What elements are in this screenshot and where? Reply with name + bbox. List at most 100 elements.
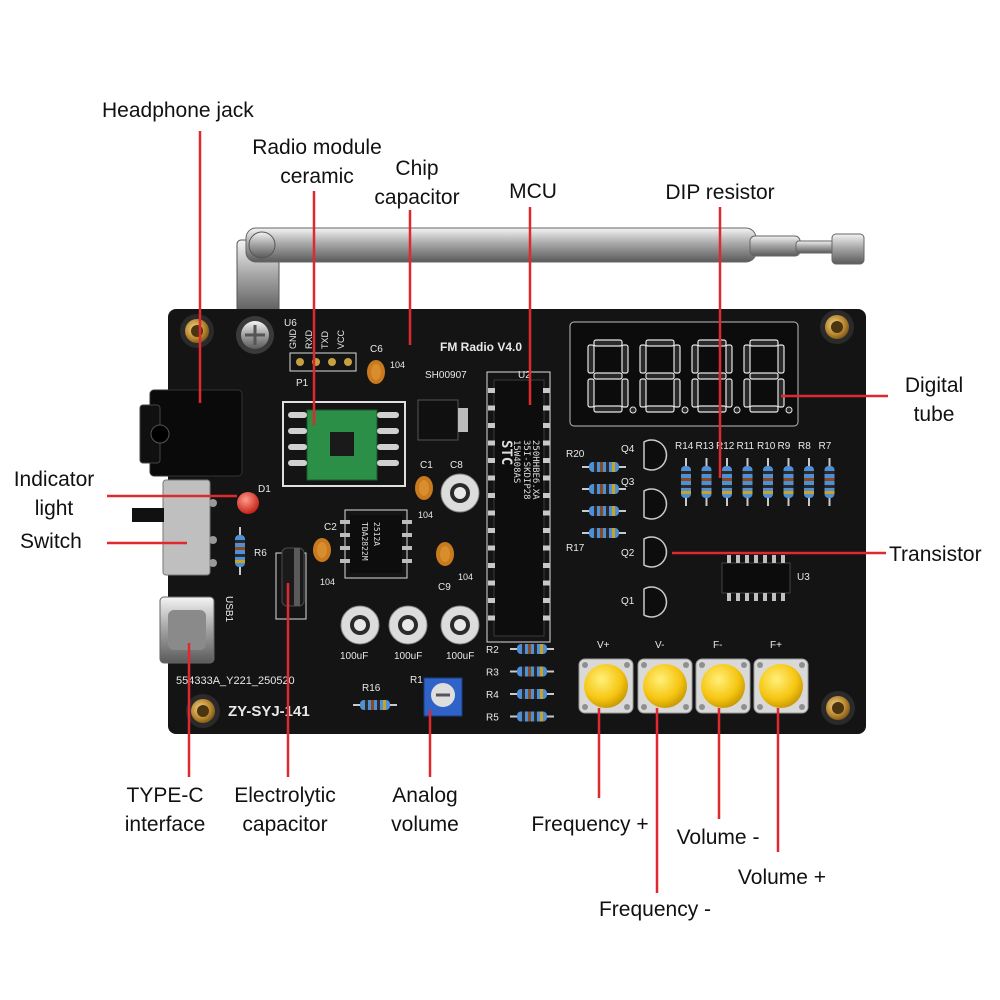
resistor-label: R10 — [757, 441, 776, 452]
cap-value: 100uF — [446, 651, 474, 662]
ceramic-capacitor — [313, 538, 331, 562]
electrolytic-capacitor — [340, 605, 380, 645]
button-label: V+ — [597, 640, 610, 651]
label-c6-value: 104 — [390, 360, 405, 370]
usb-c-port — [159, 596, 215, 664]
callout-digital-tube-line1: Digital — [904, 374, 964, 397]
amplifier-ic — [340, 509, 412, 579]
cap-value: 100uF — [394, 651, 422, 662]
callout-digital-tube-line2: tube — [913, 403, 955, 426]
button-frequency-minus[interactable] — [695, 658, 751, 714]
transistor-label: Q3 — [621, 477, 635, 488]
callout-switch: Switch — [20, 530, 82, 553]
resistor-label: R3 — [486, 668, 499, 679]
button-volume-plus[interactable] — [578, 658, 634, 714]
transistor-q1 — [643, 586, 668, 618]
seven-segment-digit — [587, 339, 637, 414]
mcu-chip-marking: 250HHBE6.XA — [530, 440, 540, 500]
board-serial: SH00907 — [425, 370, 467, 381]
transistor-label: Q4 — [621, 444, 635, 455]
voltage-regulator — [417, 399, 468, 441]
label-c6: C6 — [370, 344, 383, 355]
pin-label: VCC — [336, 329, 346, 349]
antenna — [236, 227, 865, 315]
resistor-label: R7 — [819, 441, 832, 452]
callout-frequency-plus: Frequency + — [531, 813, 649, 836]
resistor-label: R9 — [778, 441, 791, 452]
mcu-chip-marking: STC — [498, 440, 514, 465]
label-c2-value: 104 — [320, 577, 335, 587]
button-volume-minus[interactable] — [637, 658, 693, 714]
mounting-hole — [821, 691, 855, 725]
ceramic-capacitor — [367, 360, 385, 384]
callout-volume-minus: Volume - — [676, 826, 760, 849]
label-r20: R20 — [566, 449, 585, 460]
electrolytic-capacitor — [440, 605, 480, 645]
callout-indicator-light-line2: light — [34, 497, 74, 520]
callout-frequency-minus: Frequency - — [598, 898, 712, 921]
ceramic-capacitor — [415, 476, 433, 500]
label-p1: P1 — [296, 378, 309, 389]
callout-mcu: MCU — [509, 180, 557, 203]
amp-chip-marking: 2512A — [372, 522, 381, 546]
resistor-label: R8 — [798, 441, 811, 452]
antenna-screw — [236, 316, 274, 354]
seven-segment-digit — [743, 339, 793, 414]
indicator-led — [237, 492, 259, 514]
callout-radio-module-line2: ceramic — [280, 165, 354, 188]
electrolytic-capacitor — [388, 605, 428, 645]
callout-type-c-line2: interface — [124, 813, 206, 836]
button-frequency-plus[interactable] — [753, 658, 809, 714]
headphone-jack — [139, 389, 243, 477]
mounting-hole — [180, 314, 214, 348]
resistor-label: R12 — [716, 441, 735, 452]
callout-analog-volume-line2: volume — [391, 813, 459, 836]
transistor-q4 — [643, 439, 668, 471]
label-c9-value: 104 — [458, 572, 473, 582]
callout-headphone-jack: Headphone jack — [102, 99, 254, 122]
serial-header — [289, 352, 357, 372]
resistor-label: R2 — [486, 645, 499, 656]
callout-electrolytic-line2: capacitor — [242, 813, 328, 836]
radio-module — [282, 401, 406, 487]
mounting-hole — [186, 694, 220, 728]
callout-type-c-line1: TYPE-C — [126, 784, 204, 807]
label-u6: U6 — [284, 318, 297, 329]
label-c2: C2 — [324, 522, 337, 533]
mcu-chip-marking: 35I-SKDIP28 — [521, 440, 531, 500]
label-r1: R1 — [410, 675, 423, 686]
label-u2: U2 — [518, 370, 531, 381]
transistor-label: Q2 — [621, 548, 635, 559]
label-u3: U3 — [797, 572, 810, 583]
button-label: V- — [655, 640, 664, 651]
resistor-label: R14 — [675, 441, 694, 452]
callout-lines — [107, 131, 888, 893]
amp-chip-marking: TDA2822M — [360, 522, 369, 561]
cap-value: 100uF — [340, 651, 368, 662]
board-title: FM Radio V4.0 — [440, 340, 522, 354]
mcu-chip — [486, 371, 551, 643]
button-label: F- — [713, 640, 722, 651]
seven-segment-digit — [639, 339, 689, 414]
slide-switch — [132, 479, 217, 576]
resistor-label: R4 — [486, 690, 499, 701]
board-batch: 554333A_Y221_250520 — [176, 675, 295, 687]
label-c9: C9 — [438, 582, 451, 593]
pin-label: TXD — [320, 330, 330, 349]
board-model: ZY-SYJ-141 — [228, 703, 310, 720]
label-r17: R17 — [566, 543, 585, 554]
mcu-chip-marking: 15W408AS — [511, 440, 521, 483]
transistor-q3 — [643, 488, 668, 520]
digital-tube-display — [569, 321, 799, 427]
transistor-q2 — [643, 536, 668, 568]
smd-ic-u3 — [721, 555, 791, 601]
callout-radio-module-line1: Radio module — [252, 136, 382, 159]
label-c1-value: 104 — [418, 510, 433, 520]
label-d1: D1 — [258, 484, 271, 495]
callout-electrolytic-line1: Electrolytic — [234, 784, 336, 807]
callout-chip-capacitor-line1: Chip — [395, 157, 439, 180]
ceramic-capacitor — [436, 542, 454, 566]
pin-label: RXD — [304, 329, 314, 349]
